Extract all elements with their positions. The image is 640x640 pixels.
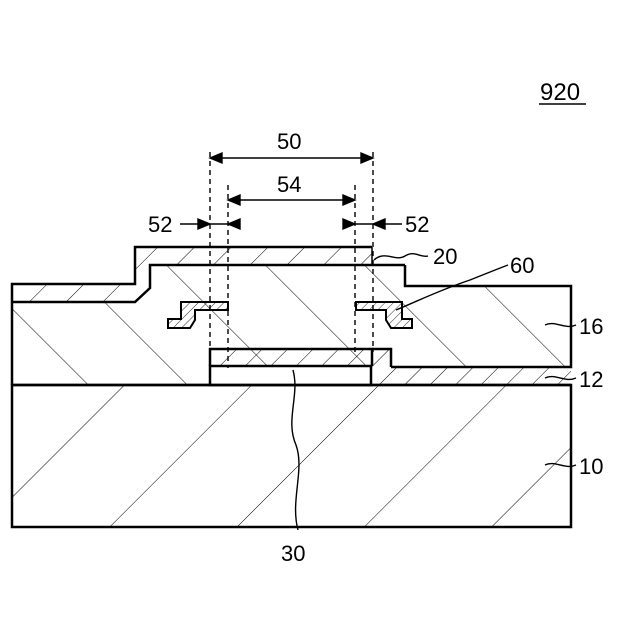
dimension-label-50: 50	[277, 129, 301, 154]
layer-label-20: 20	[433, 244, 457, 269]
layer-label-12: 12	[579, 367, 603, 392]
layer-10-substrate	[12, 385, 571, 527]
dimension-label-52-right: 52	[405, 212, 429, 237]
layer-30	[210, 366, 371, 385]
dimension-label-52-left: 52	[148, 212, 172, 237]
dimension-label-54: 54	[277, 172, 301, 197]
layer-label-60: 60	[510, 253, 534, 278]
layer-label-30: 30	[281, 541, 305, 566]
layer-label-16: 16	[579, 314, 603, 339]
figure-number: 920	[540, 79, 580, 106]
layer-label-10: 10	[579, 454, 603, 479]
